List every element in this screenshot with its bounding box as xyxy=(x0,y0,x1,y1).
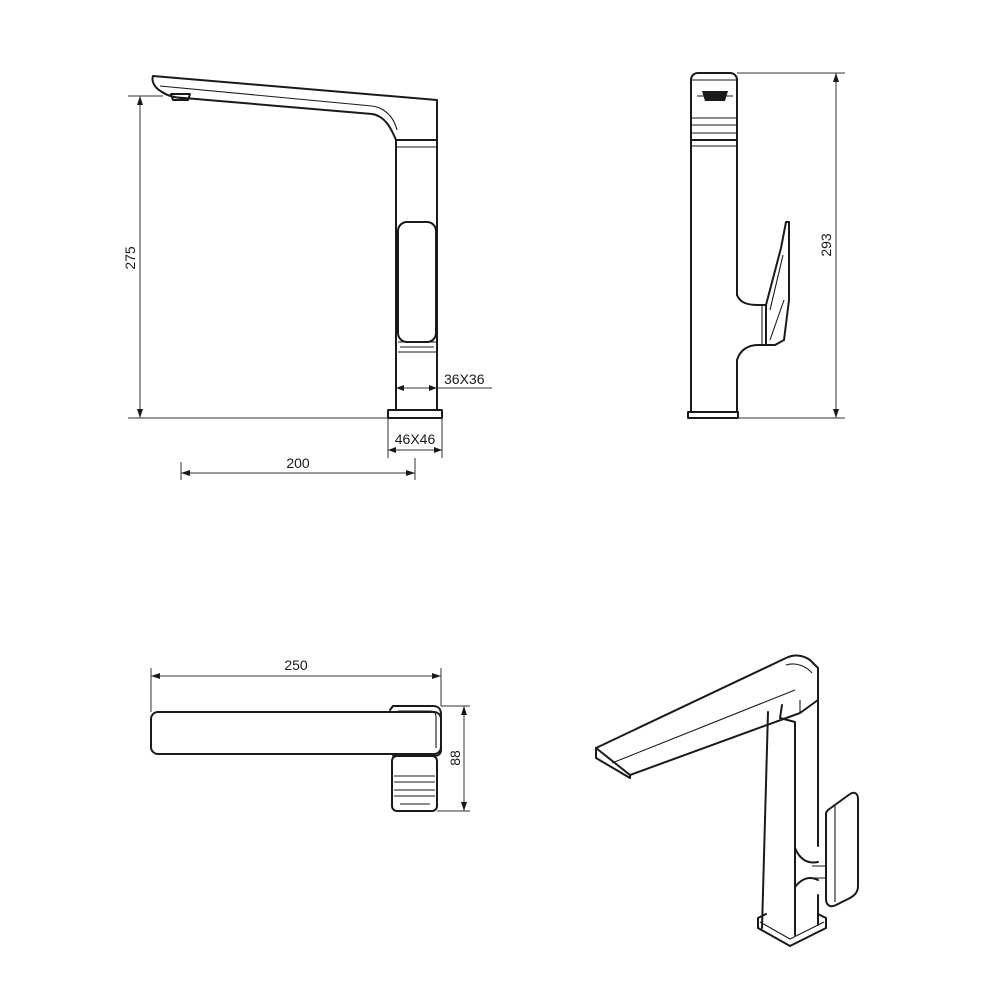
side-lever-handle xyxy=(765,221,790,346)
side-spout-bands xyxy=(691,117,737,134)
top-depth-label: 88 xyxy=(447,750,463,766)
top-length-dim-arrow-right xyxy=(432,673,441,679)
front-view: 275 36X36 46X46 200 xyxy=(122,75,492,480)
top-handle xyxy=(391,755,438,812)
side-aerator xyxy=(702,91,728,101)
perspective-body-left xyxy=(761,711,769,929)
front-height-label: 275 xyxy=(122,246,138,270)
front-neck-label: 36X36 xyxy=(444,371,485,387)
side-handle-housing xyxy=(736,294,767,361)
front-handle-collar xyxy=(398,341,436,353)
perspective-base-plate xyxy=(757,913,827,947)
front-reach-dim-arrow-left xyxy=(181,470,190,476)
front-lever-handle xyxy=(397,221,437,343)
top-body-cap-inner xyxy=(398,710,437,748)
side-height-label: 293 xyxy=(818,233,834,257)
top-body-cap xyxy=(389,705,442,757)
front-neck-dim-arrow-right xyxy=(429,385,437,391)
perspective-spout-lines xyxy=(611,663,813,764)
top-depth-dim-arrow-top xyxy=(461,706,467,715)
perspective-handle-housing xyxy=(794,847,819,888)
side-spout-end xyxy=(690,72,738,141)
side-base-plate xyxy=(687,411,739,419)
front-neck-dim-arrow-left xyxy=(396,385,404,391)
front-base-label: 46X46 xyxy=(395,431,436,447)
front-spout-outline xyxy=(151,75,438,141)
side-lever-inner-line xyxy=(769,254,785,341)
perspective-body-mid xyxy=(779,704,796,936)
perspective-base-inner xyxy=(759,921,825,940)
top-length-dim-arrow-left xyxy=(151,673,160,679)
side-view: 293 xyxy=(687,72,845,419)
perspective-spout-front xyxy=(595,747,631,779)
front-reach-dim-arrow-right xyxy=(406,470,415,476)
front-base-dim-arrow-left xyxy=(388,447,396,453)
front-base-plate xyxy=(387,409,443,419)
front-spout-underside-line xyxy=(159,85,398,131)
top-depth-dim-arrow-bottom xyxy=(461,802,467,811)
side-height-dim-arrow-top xyxy=(833,73,839,82)
perspective-lever-inner xyxy=(812,806,836,902)
top-handle-lines xyxy=(394,775,435,805)
front-height-dim-arrow-top xyxy=(137,96,143,105)
perspective-view xyxy=(595,654,859,947)
perspective-spout-top xyxy=(595,654,819,776)
front-aerator xyxy=(170,93,191,101)
front-reach-label: 200 xyxy=(286,455,310,471)
perspective-lever-handle xyxy=(825,791,859,908)
top-view: 250 88 xyxy=(150,657,470,812)
top-length-label: 250 xyxy=(284,657,308,673)
front-height-dim-arrow-bottom xyxy=(137,409,143,418)
front-base-dim-arrow-right xyxy=(434,447,442,453)
top-spout-bar xyxy=(150,711,442,755)
side-height-dim-arrow-bottom xyxy=(833,409,839,418)
